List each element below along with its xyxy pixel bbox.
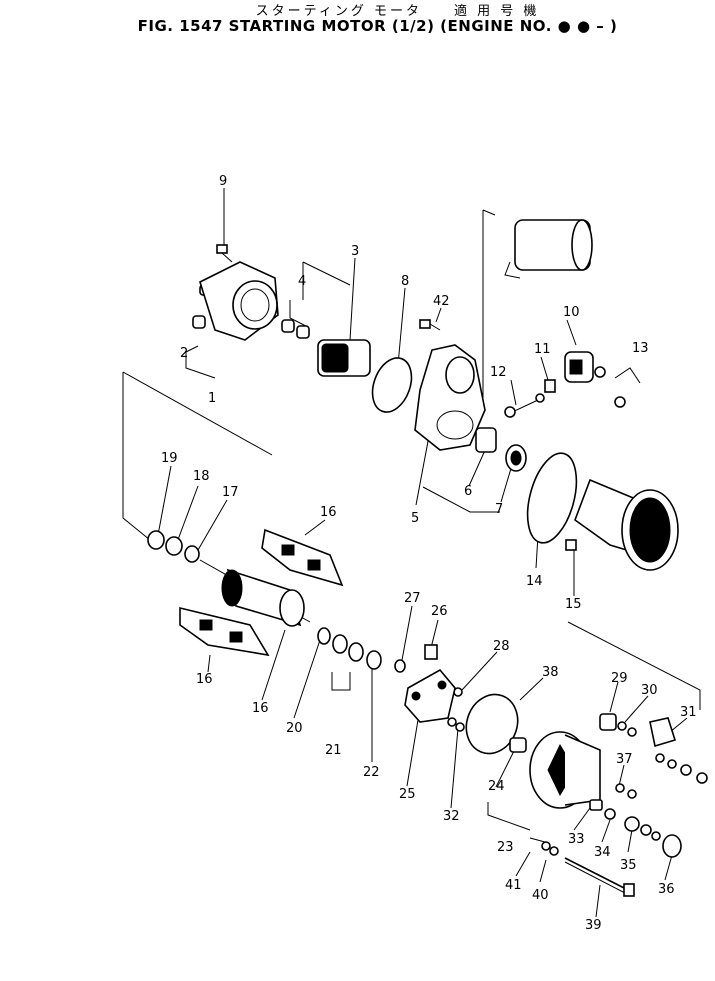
washer-31 [617, 721, 637, 737]
washer-23 [366, 650, 382, 670]
o-ring-39 [465, 693, 519, 755]
magnetic-switch-10 [564, 351, 594, 383]
label-40: 39 [585, 918, 602, 933]
label-30: 29 [611, 671, 628, 686]
drive-housing-1 [199, 261, 279, 341]
label-34: 33 [568, 832, 585, 847]
washer-42 [549, 846, 559, 856]
washer-35 [604, 808, 616, 820]
bearing-7 [505, 444, 527, 472]
label-15: 15 [565, 597, 582, 612]
label-23: 22 [363, 765, 380, 780]
label-21: 20 [286, 721, 303, 736]
screw-15 [565, 539, 577, 551]
nuts-row [655, 753, 708, 784]
bushing-4 [281, 319, 310, 339]
label-38: 37 [616, 752, 633, 767]
bushing-34 [589, 799, 603, 811]
washer-38 [615, 783, 637, 799]
label-28: 27 [404, 591, 421, 606]
bracket-32 [649, 717, 677, 748]
label-9: 9 [219, 174, 227, 189]
washer-22a [332, 634, 348, 654]
nut-13 [594, 366, 626, 408]
yoke-15-frame [574, 478, 679, 571]
label-5: 5 [411, 511, 419, 526]
label-37: 36 [658, 882, 675, 897]
part-labels: 9 3 4 8 42 2 1 10 11 13 12 6 7 5 14 15 1… [161, 174, 697, 933]
bolt-9 [216, 244, 233, 263]
armature-17 [199, 559, 311, 627]
label-41: 40 [532, 888, 549, 903]
label-11: 11 [534, 342, 551, 357]
label-25: 24 [488, 779, 505, 794]
label-26: 25 [399, 787, 416, 802]
label-4: 4 [298, 274, 306, 289]
bushing-25 [509, 737, 527, 753]
field-coil-16-upper [261, 528, 344, 587]
japanese-title: スターティング モータ 適 用 号 機 [255, 4, 540, 19]
through-bolt-40 [564, 857, 635, 897]
bolt-43 [419, 319, 441, 331]
field-coil-16-lower [179, 606, 270, 657]
washer-19 [165, 536, 183, 556]
label-8: 8 [401, 274, 409, 289]
label-3: 3 [351, 244, 359, 259]
label-33: 32 [443, 809, 460, 824]
bolt-12 [504, 393, 545, 418]
label-32: 31 [680, 705, 697, 720]
label-29: 28 [493, 639, 510, 654]
label-22: 21 [325, 743, 342, 758]
label-1: 1 [208, 391, 216, 406]
label-13: 13 [632, 341, 649, 356]
label-17: 16 [252, 701, 269, 716]
rear-bracket-24 [529, 731, 601, 809]
label-2: 2 [180, 346, 188, 361]
washer-22b [348, 642, 364, 662]
seal-36 [624, 816, 661, 841]
label-7: 7 [495, 502, 503, 517]
label-24: 23 [497, 840, 514, 855]
bushing-30 [599, 713, 617, 731]
label-14: 14 [526, 574, 543, 589]
label-10: 10 [563, 305, 580, 320]
figure-title: FIG. 1547 STARTING MOTOR (1/2) (ENGINE N… [137, 17, 618, 35]
o-ring-8 [371, 357, 413, 413]
cap-37 [662, 834, 682, 858]
bracket-11 [544, 379, 556, 393]
brush-27 [424, 644, 438, 660]
label-42: 41 [505, 878, 522, 893]
label-16-lower: 16 [196, 672, 213, 687]
label-36: 35 [620, 858, 637, 873]
spring-28 [394, 659, 406, 673]
brush-holder-26 [404, 668, 456, 723]
label-16-upper: 16 [320, 505, 337, 520]
label-18: 17 [222, 485, 239, 500]
washer-33 [447, 717, 465, 732]
label-43: 42 [433, 294, 450, 309]
washer-41 [541, 841, 551, 851]
group-brackets [122, 209, 701, 843]
label-39: 38 [542, 665, 559, 680]
label-20: 19 [161, 451, 178, 466]
pinion-3 [317, 339, 371, 377]
label-19: 18 [193, 469, 210, 484]
label-6: 6 [464, 484, 472, 499]
washer-21 [317, 627, 331, 645]
bearing-18 [184, 545, 200, 563]
label-12: 12 [490, 365, 507, 380]
label-31: 30 [641, 683, 658, 698]
washer-20 [147, 530, 165, 550]
gear-housing-5 [414, 344, 486, 451]
bushing-6 [475, 427, 497, 453]
solenoid-inset [504, 219, 593, 279]
label-35: 34 [594, 845, 611, 860]
label-27: 26 [431, 604, 448, 619]
o-ring-14 [526, 452, 578, 544]
